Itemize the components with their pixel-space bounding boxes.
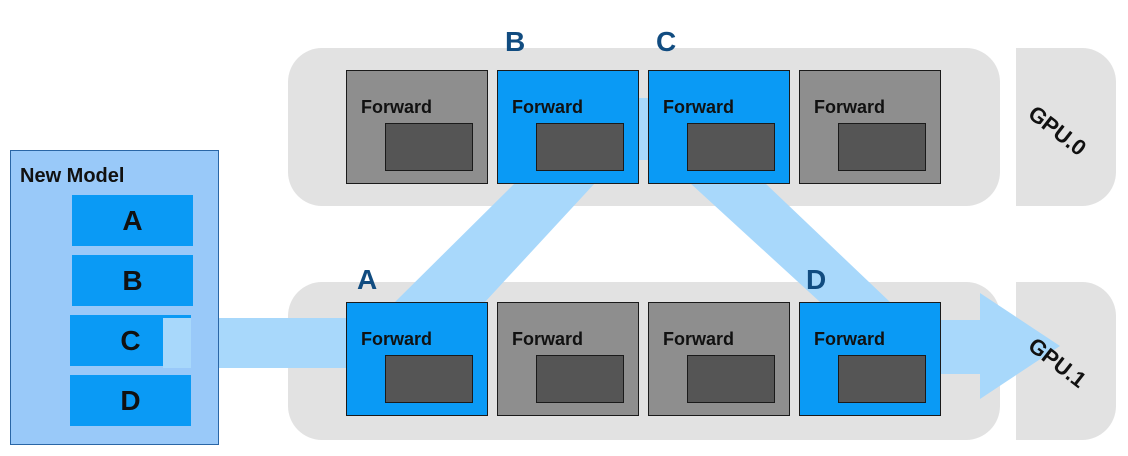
block-inner xyxy=(385,123,473,171)
block-inner xyxy=(536,355,624,403)
new-model-item-a: A xyxy=(72,195,193,246)
flow-band-b-to-c xyxy=(637,98,651,160)
new-model-panel: New Model A B C D xyxy=(10,150,219,445)
gpu1-block-2: Forward xyxy=(497,302,639,416)
block-label: Forward xyxy=(512,329,584,349)
block-label: Forward xyxy=(512,97,584,117)
block-inner xyxy=(687,355,775,403)
flow-arrow-output xyxy=(938,293,1060,399)
block-label: Forward xyxy=(814,329,886,349)
block-inner xyxy=(838,355,926,403)
gpu1-block-3: Forward xyxy=(648,302,790,416)
block-inner xyxy=(536,123,624,171)
gpu0-block-1: Forward xyxy=(346,70,488,184)
flow-band-input-overlay xyxy=(163,318,191,368)
gpu0-block-3: Forward xyxy=(648,70,790,184)
tag-b: B xyxy=(505,26,526,57)
gpu1-block-1: Forward xyxy=(346,302,488,416)
block-label: Forward xyxy=(663,97,735,117)
gpu0-block-2: Forward xyxy=(497,70,639,184)
block-inner xyxy=(687,123,775,171)
block-inner xyxy=(838,123,926,171)
tag-a: A xyxy=(357,264,378,295)
new-model-item-b: B xyxy=(72,255,193,306)
tag-d: D xyxy=(806,264,827,295)
new-model-item-d: D xyxy=(70,375,191,426)
block-label: Forward xyxy=(663,329,735,349)
flow-band-a-to-b xyxy=(395,183,595,302)
block-label: Forward xyxy=(361,97,433,117)
flow-band-c-to-d xyxy=(690,183,890,302)
new-model-title: New Model xyxy=(20,165,125,187)
gpu0-label-panel xyxy=(1016,48,1116,206)
block-label: Forward xyxy=(361,329,433,349)
gpu1-block-4: Forward xyxy=(799,302,941,416)
tag-c: C xyxy=(656,26,677,57)
block-label: Forward xyxy=(814,97,886,117)
gpu0-block-4: Forward xyxy=(799,70,941,184)
block-inner xyxy=(385,355,473,403)
